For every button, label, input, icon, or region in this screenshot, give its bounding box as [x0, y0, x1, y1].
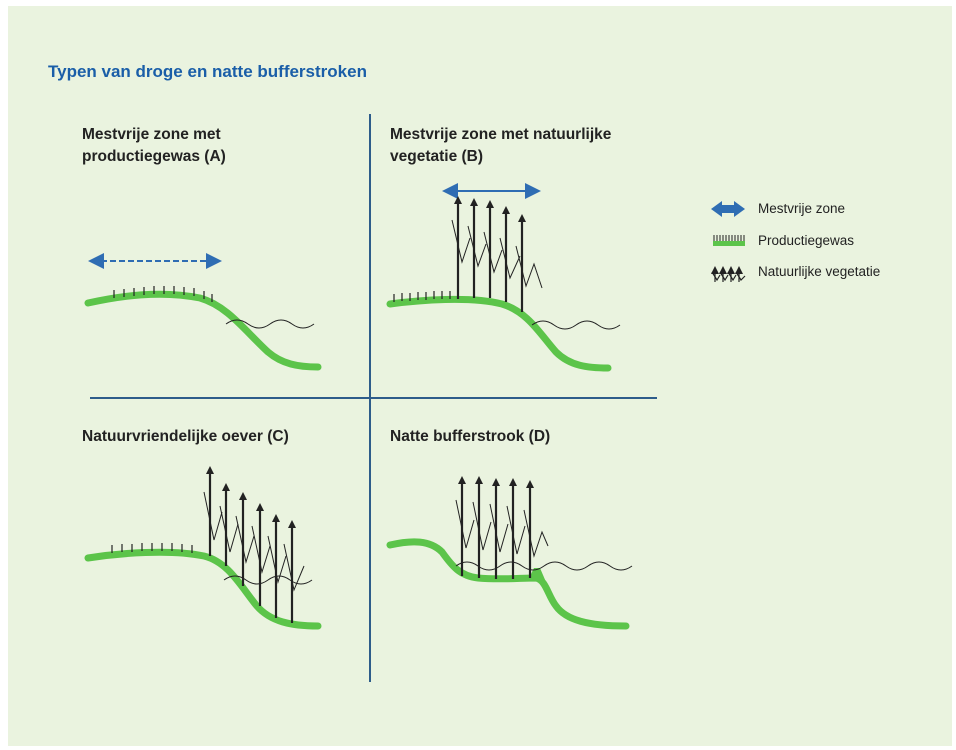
label-b-line1: Mestvrije zone met natuurlijke: [390, 126, 612, 143]
quadrant-b-diagram: [386, 183, 621, 372]
legend-natural-vegetation: Natuurlijke vegetatie: [758, 264, 881, 279]
plant-leaves: [203, 491, 305, 592]
label-a: Mestvrije zone met productiegewas (A): [82, 124, 226, 168]
quadrant-c-diagram: [84, 466, 322, 630]
label-c: Natuurvriendelijke oever (C): [82, 428, 289, 445]
legend-arrow-icon: [711, 201, 745, 217]
water-surface: [531, 320, 621, 330]
label-a-line1: Mestvrije zone met: [82, 126, 221, 143]
label-d: Natte bufferstrook (D): [390, 428, 551, 445]
water-surface: [455, 561, 633, 571]
plant-leaves: [455, 499, 549, 558]
figure-panel: [8, 6, 952, 746]
legend-vegetation-icon: [711, 266, 746, 282]
crop-rows: [393, 291, 451, 302]
plant-leaves: [451, 219, 543, 289]
water-surface: [223, 575, 313, 585]
crop-rows: [111, 543, 193, 553]
legend-manure-free-zone: Mestvrije zone: [758, 201, 846, 216]
label-a-line2: productiegewas (A): [82, 148, 226, 165]
ground-profile: [386, 538, 630, 630]
natural-vegetation: [206, 466, 296, 623]
quadrant-a-diagram: [84, 253, 322, 371]
legend-crop-icon: [713, 235, 745, 246]
ground-profile: [386, 295, 612, 372]
crop-rows: [113, 286, 213, 302]
quadrant-d-diagram: [386, 476, 633, 630]
label-b: Mestvrije zone met natuurlijke vegetatie…: [390, 124, 611, 168]
legend: [711, 201, 746, 282]
ground-profile: [84, 548, 322, 630]
legend-crop: Productiegewas: [758, 233, 855, 248]
water-surface: [225, 319, 315, 329]
label-b-line2: vegetatie (B): [390, 148, 484, 165]
figure-title: Typen van droge en natte bufferstroken: [48, 62, 367, 81]
ground-mound: [528, 568, 546, 582]
ground-profile: [84, 290, 322, 371]
